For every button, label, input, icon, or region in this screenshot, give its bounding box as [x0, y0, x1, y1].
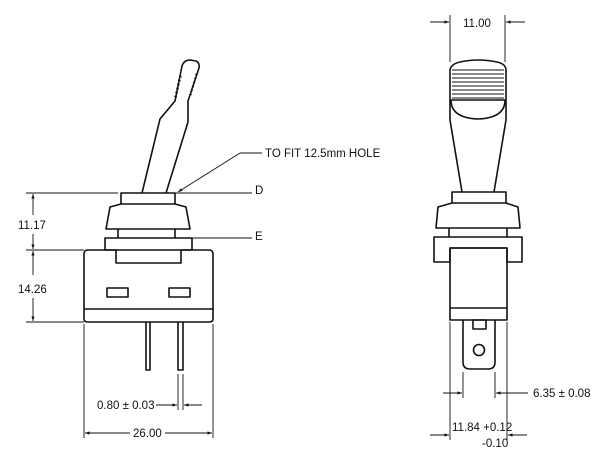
bushing-top [120, 192, 176, 205]
handle-grip [450, 99, 506, 120]
front-bushing-top [451, 191, 507, 204]
handle [449, 59, 507, 193]
label-d: D [255, 185, 263, 197]
pin-left [145, 322, 151, 371]
nut [105, 203, 191, 230]
collar [104, 237, 193, 251]
slot-left [106, 287, 129, 298]
pin-right [177, 322, 184, 371]
dim-pin-thickness: 0.80 ± 0.03 [97, 400, 154, 412]
hole-note: TO FIT 12.5mm HOLE [265, 148, 381, 160]
switch-body [83, 249, 214, 323]
terminal-tab [462, 320, 496, 370]
slot-right [168, 287, 191, 298]
dim-body-height: 14.26 [18, 284, 47, 296]
front-nut [435, 202, 521, 229]
toggle-lever [141, 59, 200, 194]
label-e: E [255, 231, 263, 243]
tab-hole [472, 343, 486, 357]
dim-front-body-width: 11.84 +0.12 [452, 422, 512, 434]
dim-front-body-tolerance: -0.10 [482, 438, 508, 450]
front-view: 11.00 6.35 ± 0.08 11.84 +0.12 -0.10 [430, 15, 590, 450]
dim-bushing-height: 11.17 [18, 220, 46, 232]
dim-body-width: 26.00 [133, 428, 162, 440]
front-collar [433, 236, 523, 263]
front-body [449, 247, 508, 321]
dim-tab-width: 6.35 ± 0.08 [533, 388, 590, 400]
dim-handle-width: 11.00 [463, 18, 491, 30]
side-view: TO FIT 12.5mm HOLE D E 11.17 14.26 0.80 … [18, 59, 381, 440]
